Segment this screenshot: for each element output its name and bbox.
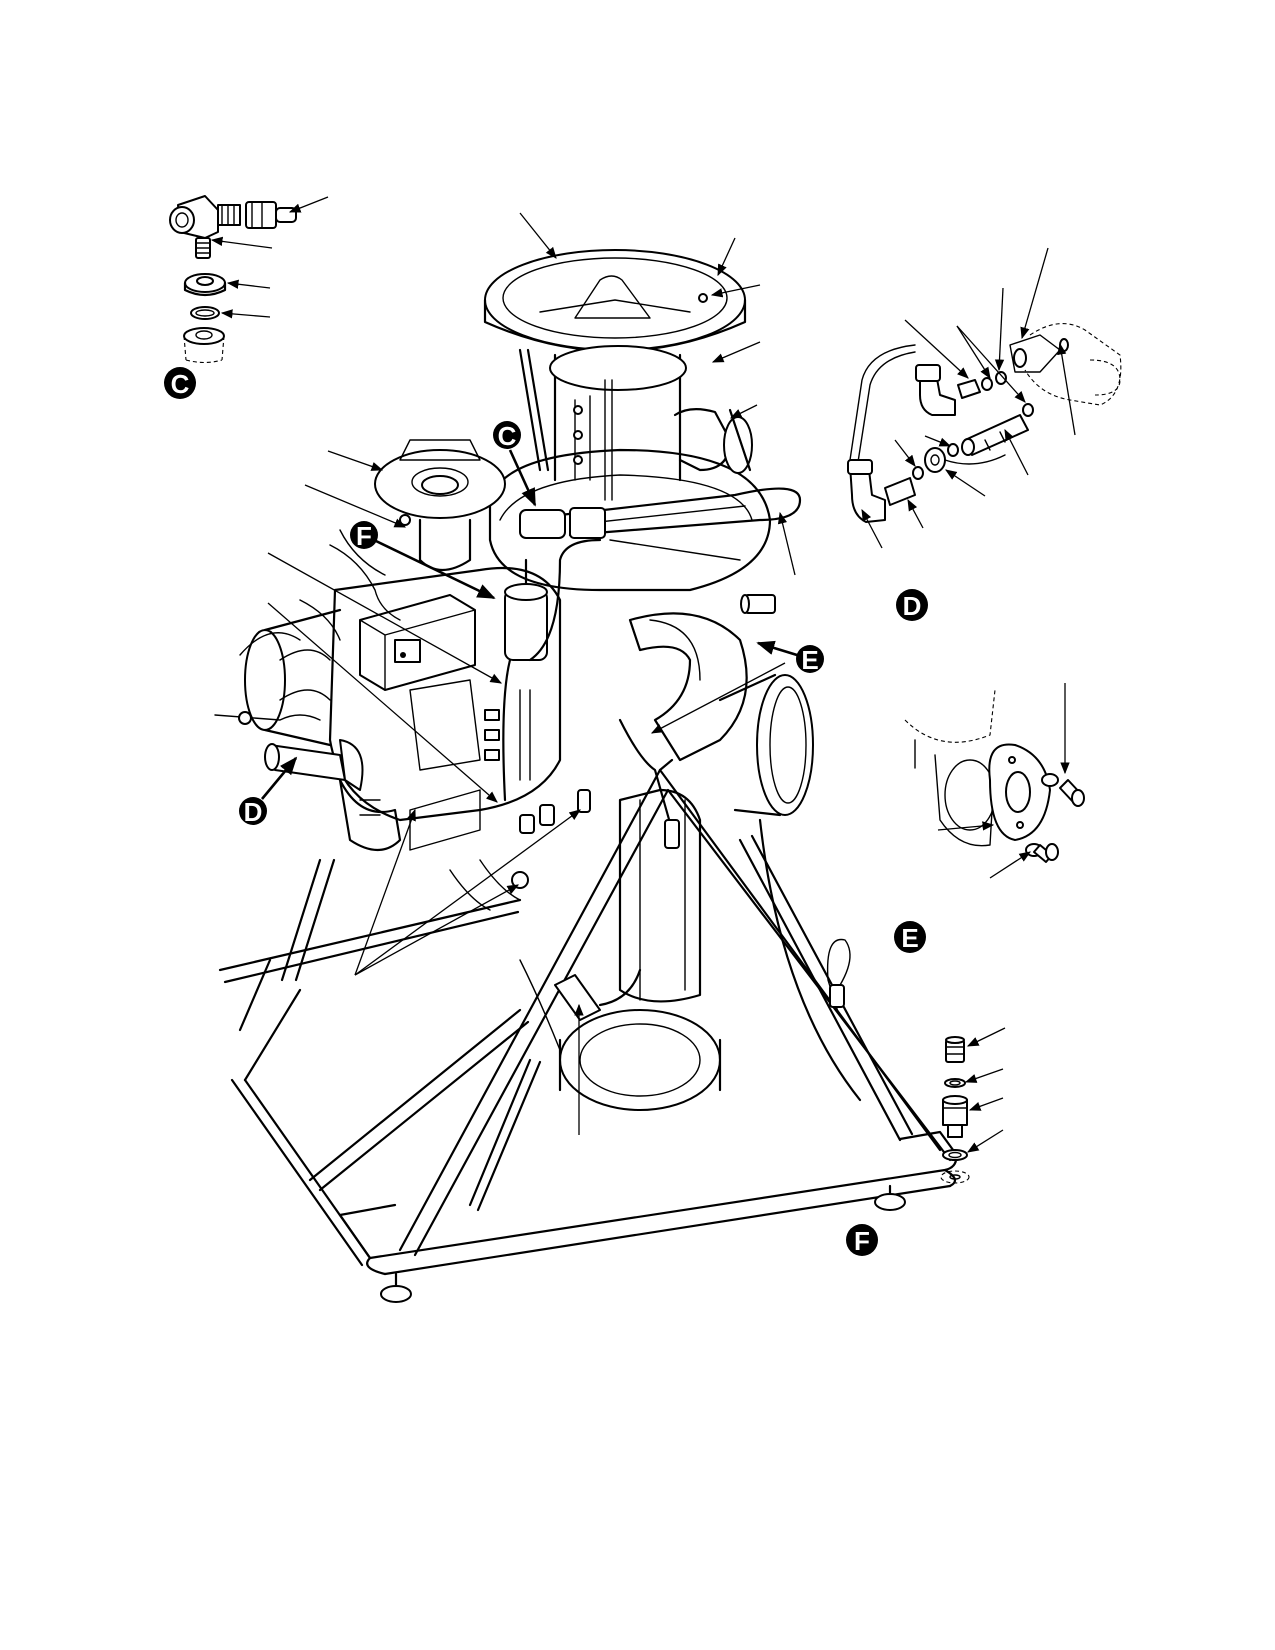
reference-e: E (756, 640, 824, 675)
reference-d: D (239, 756, 298, 827)
detail-c-label: C (171, 369, 190, 399)
detail-e: E (894, 683, 1085, 953)
detail-d: D (847, 247, 1122, 621)
ref-d-label: D (244, 797, 263, 827)
engine-body (214, 249, 814, 1111)
detail-d-label: D (903, 591, 922, 621)
ref-e-label: E (801, 645, 818, 675)
ref-f-label: F (356, 521, 372, 551)
leader-lines-main (267, 212, 796, 1135)
detail-c: C (164, 195, 329, 399)
reference-c: C (493, 421, 537, 507)
detail-e-label: E (901, 923, 918, 953)
detail-f: F (846, 1027, 1006, 1256)
ref-c-label: C (498, 421, 517, 451)
detail-f-label: F (854, 1226, 870, 1256)
reference-f: F (350, 521, 496, 600)
